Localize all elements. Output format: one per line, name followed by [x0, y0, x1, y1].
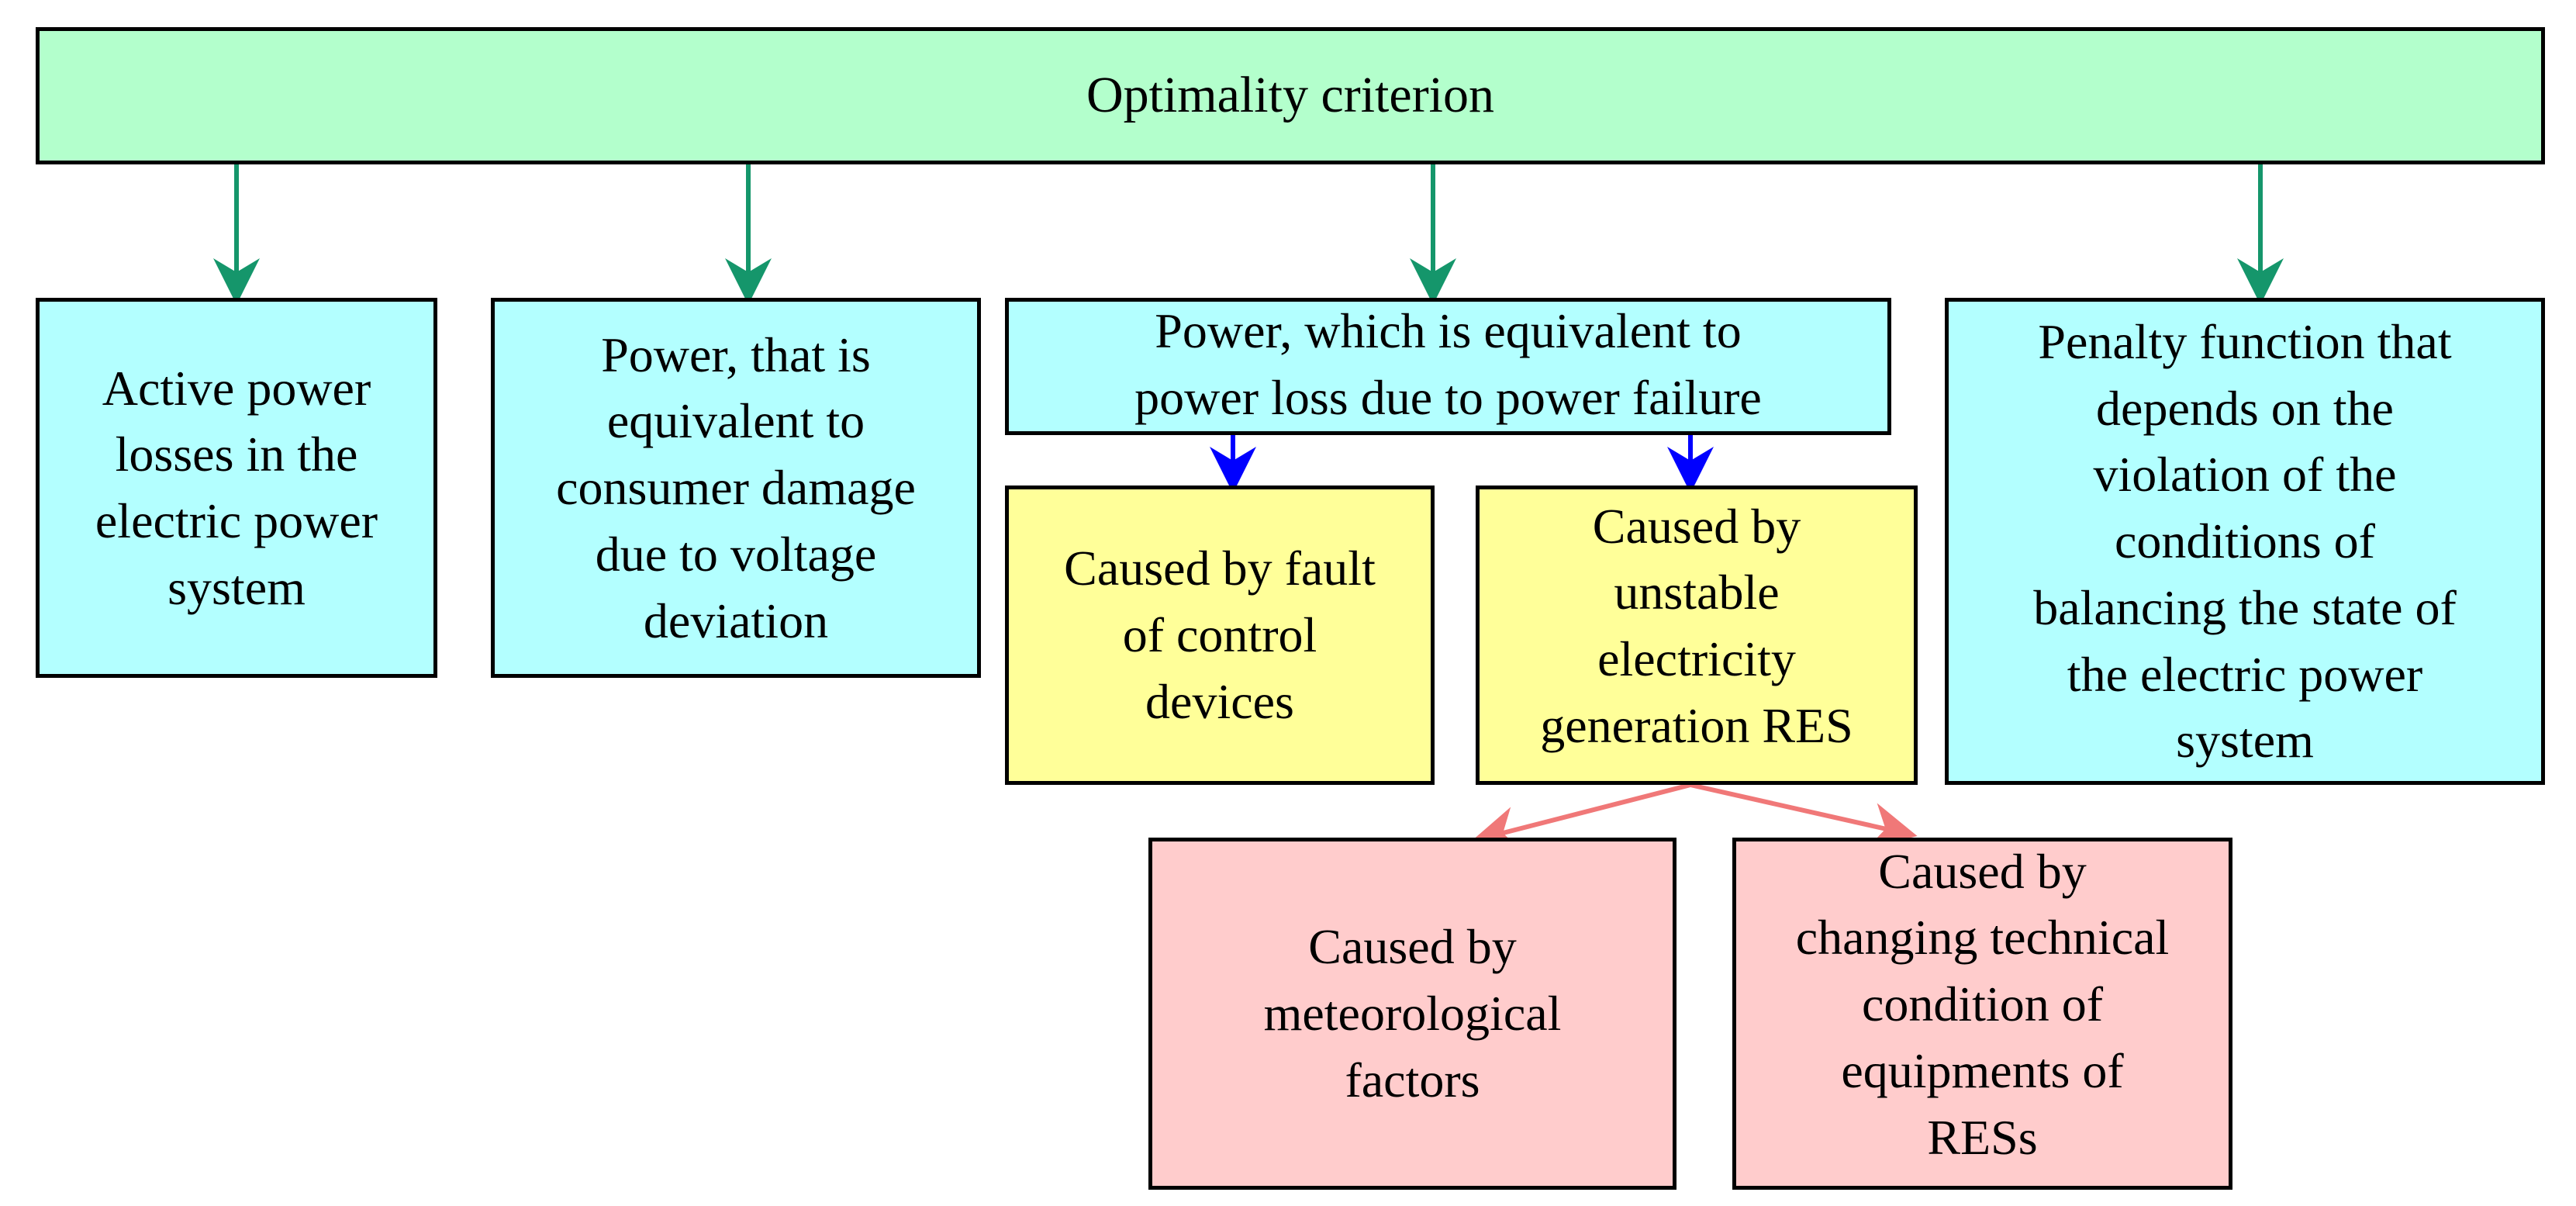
meteorological-factors-box: Caused by meteorological factors — [1148, 838, 1676, 1190]
control-devices-fault-box: Caused by fault of control devices — [1005, 486, 1435, 785]
power-failure-box: Power, which is equivalent to power loss… — [1005, 298, 1891, 435]
technical-condition-label: Caused by changing technical condition o… — [1795, 843, 2170, 1165]
optimality-criterion-label: Optimality criterion — [1086, 67, 1495, 124]
control-devices-fault-label: Caused by fault of control devices — [1064, 541, 1376, 729]
meteorological-factors-label: Caused by meteorological factors — [1263, 919, 1562, 1108]
arrow-res-to-technical-condition — [1690, 783, 1918, 849]
unstable-res-generation-box: Caused by unstable electricity generatio… — [1476, 486, 1918, 785]
optimality-criterion-box: Optimality criterion — [36, 27, 2545, 164]
active-power-losses-box: Active power losses in the electric powe… — [36, 298, 437, 678]
power-failure-label: Power, which is equivalent to power loss… — [1134, 302, 1762, 425]
technical-condition-box: Caused by changing technical condition o… — [1732, 838, 2232, 1190]
active-power-losses-label: Active power losses in the electric powe… — [95, 360, 378, 615]
arrow-res-to-meteorological — [1471, 783, 1691, 852]
penalty-function-box: Penalty function that depends on the vio… — [1945, 298, 2545, 785]
penalty-function-label: Penalty function that depends on the vio… — [2033, 313, 2457, 769]
consumer-damage-box: Power, that is equivalent to consumer da… — [491, 298, 981, 678]
unstable-res-generation-label: Caused by unstable electricity generatio… — [1540, 498, 1853, 753]
consumer-damage-label: Power, that is equivalent to consumer da… — [556, 327, 916, 648]
